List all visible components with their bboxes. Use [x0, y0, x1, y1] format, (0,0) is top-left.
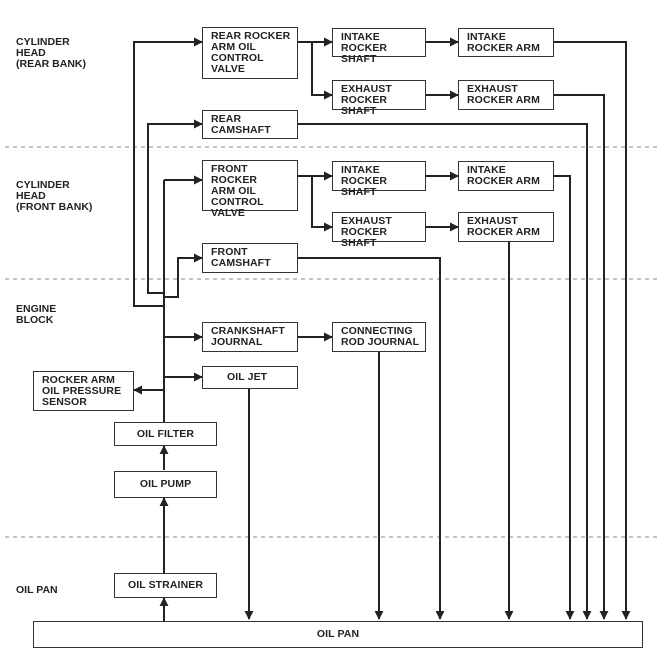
section-dividers — [5, 146, 659, 538]
oil-filter: OIL FILTER — [114, 422, 217, 446]
oil-jet: OIL JET — [202, 366, 298, 389]
rear-rocker-arm-oil-control-valve: REAR ROCKER ARM OIL CONTROL VALVE — [202, 27, 298, 79]
crankshaft-journal: CRANKSHAFT JOURNAL — [202, 322, 298, 352]
return-rear-camshaft — [298, 123, 592, 620]
front-exhaust-rocker-shaft: EXHAUST ROCKER SHAFT — [332, 212, 426, 249]
rear-exhaust-rocker-arm: EXHAUST ROCKER ARM — [458, 80, 554, 110]
connecting-rod-journal: CONNECTING ROD JOURNAL — [332, 322, 426, 352]
rocker-arm-oil-pressure-sensor: ROCKER ARM OIL PRESSURE SENSOR — [33, 371, 134, 411]
front-rocker-arm-oil-control-valve: FRONT ROCKER ARM OIL CONTROL VALVE — [202, 160, 298, 219]
feed-rear-valve — [133, 37, 203, 307]
rear-valve-to-exhaust-shaft — [311, 42, 333, 100]
oil-pan: OIL PAN — [33, 621, 643, 648]
flow-lines — [133, 37, 631, 621]
feed-front-camshaft — [164, 253, 203, 298]
front-intake-rocker-arm: INTAKE ROCKER ARM — [458, 161, 554, 191]
rear-intake-rocker-arm: INTAKE ROCKER ARM — [458, 28, 554, 57]
oil-pump: OIL PUMP — [114, 471, 217, 498]
front-intake-rocker-shaft: INTAKE ROCKER SHAFT — [332, 161, 426, 198]
rear-intake-rocker-shaft: INTAKE ROCKER SHAFT — [332, 28, 426, 65]
section-label-engine-block: ENGINE BLOCK — [16, 303, 57, 326]
section-label-front-head: CYLINDER HEAD (FRONT BANK) — [16, 179, 93, 213]
front-valve-to-exhaust-shaft — [311, 176, 333, 232]
rear-exhaust-rocker-shaft: EXHAUST ROCKER SHAFT — [332, 80, 426, 117]
return-rear-exhaust-arm — [554, 94, 609, 620]
rear-camshaft: REAR CAMSHAFT — [202, 110, 298, 139]
front-exhaust-rocker-arm: EXHAUST ROCKER ARM — [458, 212, 554, 242]
return-front-camshaft — [298, 257, 445, 620]
oil-strainer: OIL STRAINER — [114, 573, 217, 598]
return-rear-intake-arm — [554, 41, 631, 620]
section-label-oil-pan: OIL PAN — [16, 584, 58, 596]
front-camshaft: FRONT CAMSHAFT — [202, 243, 298, 273]
return-front-intake-arm — [554, 175, 575, 620]
section-label-rear-head: CYLINDER HEAD (REAR BANK) — [16, 36, 86, 70]
feed-rear-camshaft — [147, 119, 203, 294]
